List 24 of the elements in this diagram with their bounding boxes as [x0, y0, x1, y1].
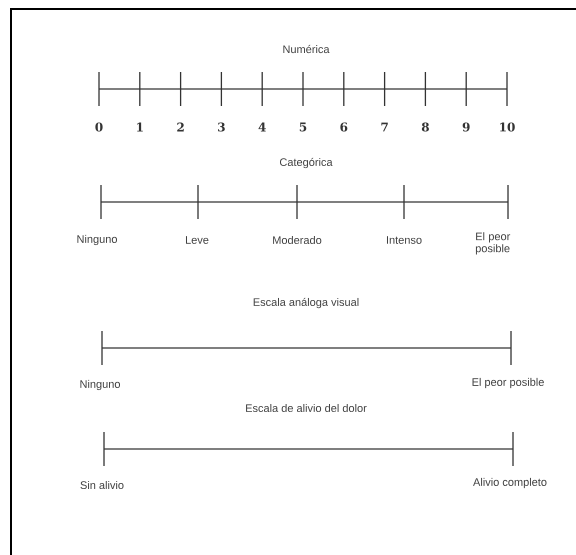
scale-label: Alivio completo	[473, 478, 546, 488]
scale-label: Sin alivio	[80, 480, 124, 490]
scale-title: Categórica	[280, 158, 333, 168]
tick-number: 2	[177, 122, 184, 132]
tick-number: 4	[258, 122, 266, 132]
scale-label: Ninguno	[80, 380, 120, 390]
tick-number: 10	[500, 122, 515, 132]
tick-number: 3	[218, 122, 225, 132]
scale-label: El peor posible	[472, 378, 544, 388]
scale-title: Numérica	[283, 44, 330, 54]
tick-number: 9	[462, 122, 470, 132]
scale-label: Moderado	[273, 236, 322, 244]
tick-number: 5	[300, 122, 306, 132]
tick-number: 7	[381, 122, 388, 132]
scale-label: El peor posible	[476, 232, 510, 254]
scale-label: Intenso	[386, 236, 422, 244]
tick-number: 8	[422, 122, 429, 132]
scale-label: Ninguno	[77, 234, 117, 246]
tick-number: 1	[137, 122, 143, 132]
scale-label: Leve	[186, 236, 208, 244]
tick-number: 6	[340, 122, 348, 132]
scale-title: Escala de alivio del dolor	[246, 404, 367, 412]
scale-title: Escala análoga visual	[254, 298, 358, 308]
tick-number: 0	[95, 122, 103, 132]
